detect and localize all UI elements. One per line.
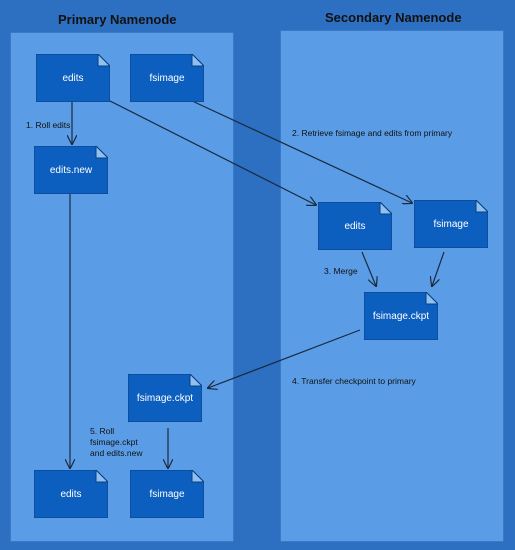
primary-namenode-title: Primary Namenode [58,12,177,27]
arrow-merge-edits [361,251,376,286]
document-icon [34,146,108,194]
step-5-label: 5. Roll fsimage.ckpt and edits.new [90,426,142,459]
document-icon [128,374,202,422]
step-5-line-2: fsimage.ckpt [90,437,138,447]
doc-fsimage-secondary: fsimage [414,200,488,248]
doc-label: fsimage.ckpt [372,310,430,322]
doc-edits-new: edits.new [34,146,108,194]
arrow-transfer-checkpoint [208,329,361,388]
step-2-label: 2. Retrieve fsimage and edits from prima… [292,128,453,138]
doc-label: fsimage [149,72,185,84]
document-icon [34,470,108,518]
arrow-merge-fsimage [432,251,445,286]
arrow-retrieve-edits [107,99,316,205]
step-1-label: 1. Roll edits [26,120,71,130]
doc-label: edits [62,72,84,84]
arrow-retrieve-fsimage [189,99,412,203]
doc-edits-primary-bottom: edits [34,470,108,518]
document-icon [414,200,488,248]
document-icon [130,470,204,518]
primary-namenode-panel [10,32,234,542]
document-icon [318,202,392,250]
doc-label: fsimage [149,488,185,500]
document-icon [130,54,204,102]
document-icon [364,292,438,340]
step-3-label: 3. Merge [324,266,358,276]
step-5-line-3: and edits.new [90,448,143,458]
doc-label: edits [344,220,366,232]
doc-fsimage-primary-bottom: fsimage [130,470,204,518]
doc-edits-secondary: edits [318,202,392,250]
doc-label: fsimage [433,218,469,230]
document-icon [36,54,110,102]
doc-fsimage-ckpt-primary: fsimage.ckpt [128,374,202,422]
doc-fsimage-primary-top: fsimage [130,54,204,102]
doc-label: edits.new [49,164,93,176]
secondary-namenode-panel [280,30,504,542]
doc-label: edits [60,488,82,500]
secondary-namenode-title: Secondary Namenode [325,10,462,25]
step-4-label: 4. Transfer checkpoint to primary [292,376,416,386]
doc-edits-primary-top: edits [36,54,110,102]
step-5-line-1: 5. Roll [90,426,115,436]
doc-label: fsimage.ckpt [136,392,194,404]
doc-fsimage-ckpt-secondary: fsimage.ckpt [364,292,438,340]
